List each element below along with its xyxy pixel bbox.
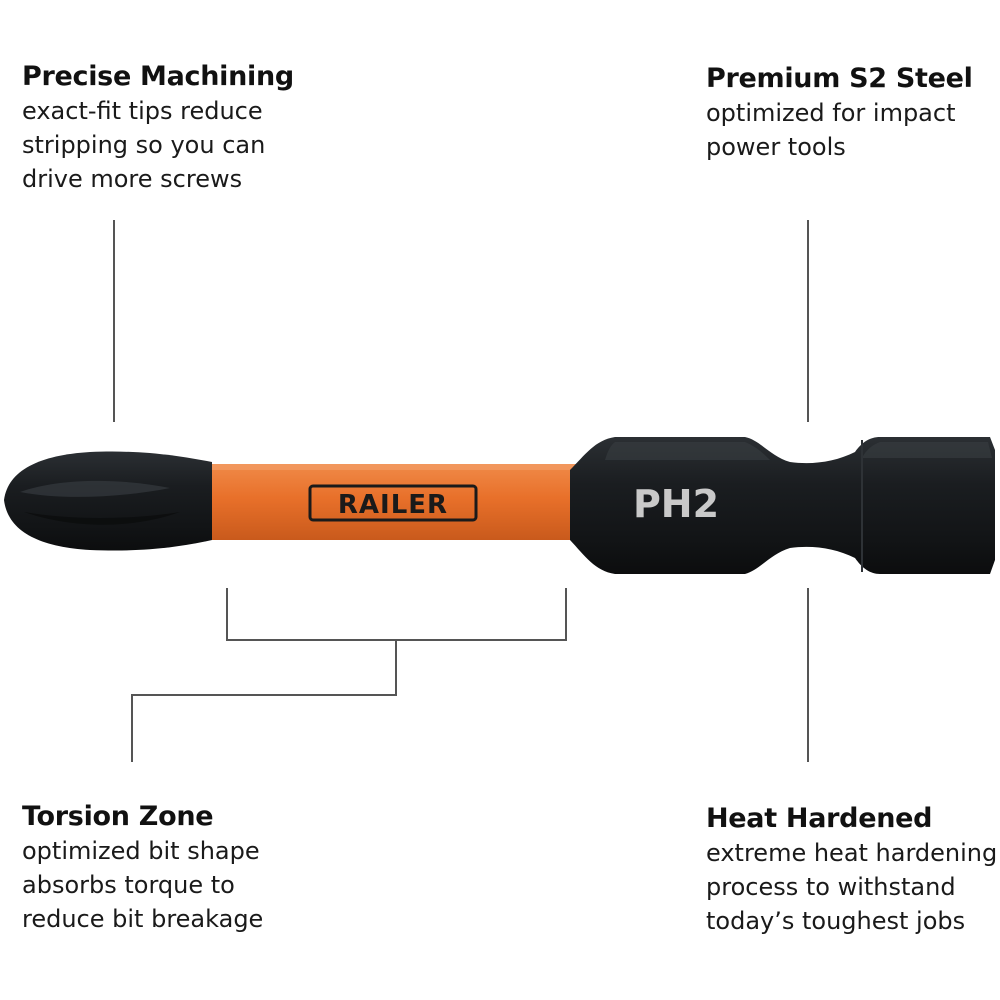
callout-torsion-zone: Torsion Zone optimized bit shape absorbs… bbox=[22, 800, 263, 936]
hex-shank: PH2 bbox=[570, 437, 995, 574]
callout-title: Precise Machining bbox=[22, 61, 294, 92]
callout-heat-hardened: Heat Hardened extreme heat hardening pro… bbox=[706, 802, 997, 938]
torsion-bracket bbox=[226, 588, 567, 641]
callout-description: optimized for impact power tools bbox=[706, 99, 956, 161]
callout-title: Torsion Zone bbox=[22, 801, 214, 832]
leader-lines bbox=[113, 220, 809, 762]
callout-description: extreme heat hardening process to withst… bbox=[706, 839, 998, 935]
phillips-tip bbox=[4, 451, 212, 551]
callout-description: optimized bit shape absorbs torque to re… bbox=[22, 837, 264, 933]
callout-premium-steel: Premium S2 Steel optimized for impact po… bbox=[706, 62, 973, 164]
tip-size-marking: PH2 bbox=[633, 482, 719, 526]
callout-title: Heat Hardened bbox=[706, 803, 933, 834]
callout-description: exact-fit tips reduce stripping so you c… bbox=[22, 97, 266, 193]
callout-precise-machining: Precise Machining exact-fit tips reduce … bbox=[22, 60, 294, 196]
brand-label: RAILER bbox=[338, 490, 448, 520]
leader-line-bottom-left bbox=[131, 640, 397, 762]
brand-logo: RAILER bbox=[308, 484, 478, 522]
callout-title: Premium S2 Steel bbox=[706, 63, 973, 94]
orange-sleeve bbox=[212, 464, 584, 540]
